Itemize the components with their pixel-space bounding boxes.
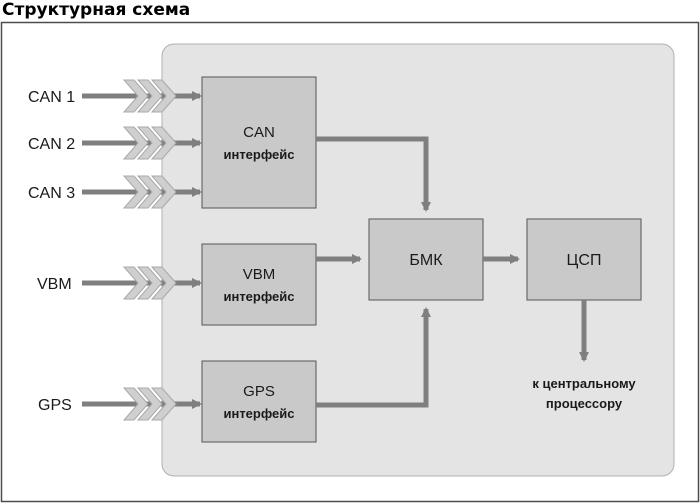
dsp-label: ЦСП — [567, 252, 602, 269]
dsp-block — [526, 218, 642, 301]
input-gps-arrow — [82, 387, 202, 421]
input-can1-arrow — [82, 79, 202, 113]
input-can2-arrow — [82, 126, 202, 160]
input-vbm-label: VBM — [37, 276, 72, 293]
gps-interface-title: GPS — [243, 383, 275, 400]
vbm-interface-block — [201, 243, 317, 326]
input-vbm-arrow — [82, 266, 202, 300]
output-label-line1: к центральному — [532, 376, 636, 391]
output-label-line2: процессору — [546, 396, 623, 411]
arrow-gps-to-bmk — [316, 307, 431, 408]
input-gps-label: GPS — [38, 397, 72, 414]
can-interface-title: CAN — [243, 124, 275, 141]
arrow-can-to-bmk — [316, 136, 431, 212]
vbm-interface-title: VBM — [243, 266, 276, 283]
vbm-interface-subtitle: интерфейс — [223, 289, 294, 304]
input-can2-label: CAN 2 — [28, 136, 75, 153]
can-interface-block — [201, 76, 317, 209]
input-can1-label: CAN 1 — [28, 89, 75, 106]
gps-interface-block — [201, 360, 317, 443]
bmk-label: БМК — [409, 252, 443, 269]
input-can3-label: CAN 3 — [28, 185, 75, 202]
gps-interface-subtitle: интерфейс — [223, 406, 294, 421]
input-can3-arrow — [82, 175, 202, 209]
can-interface-subtitle: интерфейс — [223, 147, 294, 162]
page-title: Структурная схема — [2, 0, 191, 20]
